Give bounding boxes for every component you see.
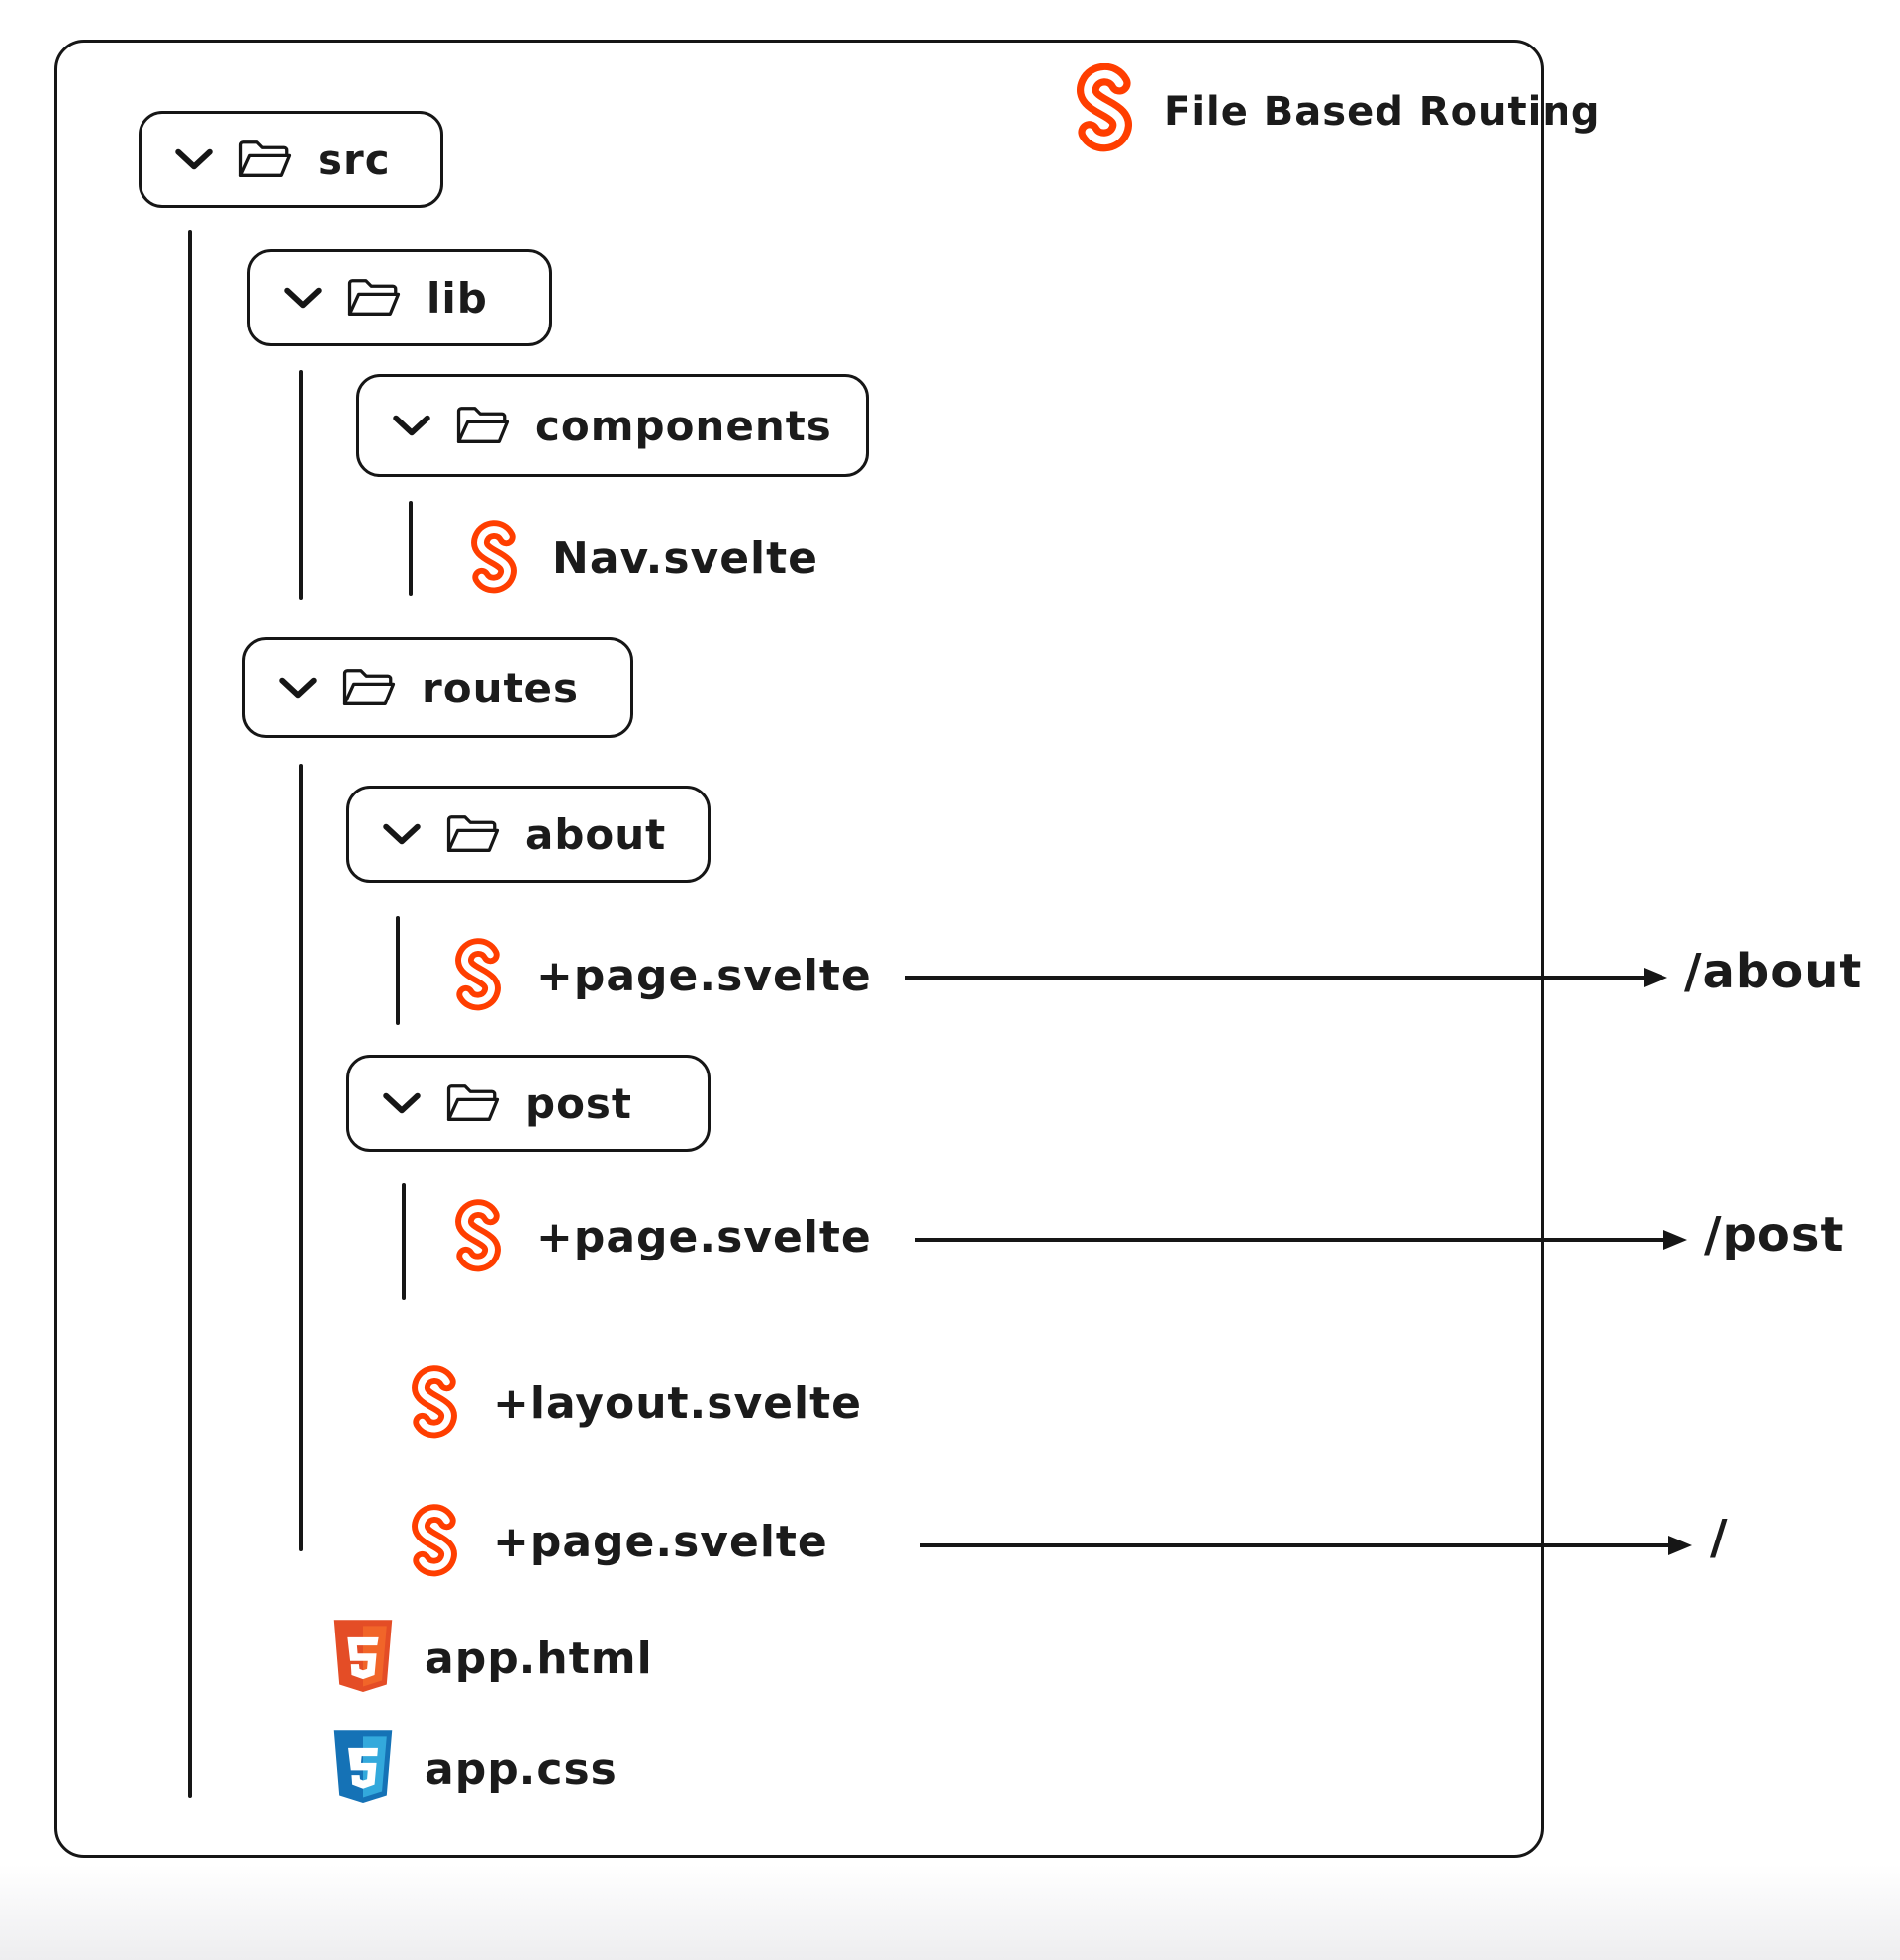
file-label-app-html: app.html — [425, 1633, 653, 1684]
svelte-logo-icon — [1067, 63, 1142, 154]
tree-file-nav-svelte: Nav.svelte — [463, 520, 818, 596]
chevron-down-icon — [383, 822, 421, 846]
tree-node-about: about — [346, 786, 711, 883]
arrowhead-icon — [1663, 1230, 1687, 1250]
tree-node-post: post — [346, 1055, 711, 1152]
tree-node-routes: routes — [242, 637, 633, 738]
route-label-root: / — [1710, 1510, 1729, 1565]
tree-file-root-page: +page.svelte — [404, 1504, 828, 1579]
page-bottom-edge — [0, 1865, 1900, 1960]
tree-indent-line-components — [409, 501, 413, 596]
folder-label-components: components — [535, 401, 832, 450]
arrow-shaft — [905, 976, 1644, 980]
tree-indent-line-src — [188, 230, 192, 1798]
folder-label-about: about — [525, 809, 667, 859]
html5-icon — [330, 1619, 397, 1698]
route-arrow-post — [915, 1230, 1687, 1250]
tree-indent-line-lib — [299, 370, 303, 600]
chevron-down-icon — [383, 1091, 421, 1115]
route-arrow-root — [920, 1536, 1692, 1555]
folder-label-lib: lib — [427, 273, 488, 323]
folder-icon — [444, 1079, 502, 1127]
chevron-down-icon — [175, 147, 213, 171]
arrowhead-icon — [1668, 1536, 1692, 1555]
tree-file-app-css: app.css — [330, 1729, 618, 1809]
route-label-post: /post — [1704, 1207, 1845, 1262]
diagram-title: File Based Routing — [1164, 89, 1601, 135]
route-arrow-about — [905, 968, 1667, 987]
css3-icon — [330, 1729, 397, 1809]
svelte-file-icon — [447, 1199, 509, 1274]
tree-node-src: src — [139, 111, 443, 208]
route-label-about: /about — [1684, 944, 1863, 999]
file-label-post-page: +page.svelte — [536, 1211, 872, 1262]
tree-indent-line-about — [396, 916, 400, 1025]
tree-file-app-html: app.html — [330, 1619, 653, 1698]
diagram-header: File Based Routing — [1067, 63, 1600, 154]
svelte-file-icon — [404, 1365, 465, 1441]
file-label-root-page: +page.svelte — [493, 1516, 828, 1567]
folder-icon — [340, 664, 398, 711]
file-label-app-css: app.css — [425, 1743, 618, 1795]
folder-icon — [454, 402, 512, 449]
folder-icon — [345, 274, 403, 322]
tree-node-components: components — [356, 374, 869, 477]
svelte-file-icon — [447, 938, 509, 1013]
tree-node-lib: lib — [247, 249, 552, 346]
tree-indent-line-post — [402, 1183, 406, 1300]
file-label-nav: Nav.svelte — [552, 532, 818, 584]
folder-icon — [237, 136, 294, 183]
tree-indent-line-routes — [299, 764, 303, 1551]
tree-file-post-page: +page.svelte — [447, 1199, 872, 1274]
folder-label-src: src — [318, 135, 391, 184]
arrow-shaft — [920, 1543, 1668, 1547]
file-label-layout: +layout.svelte — [493, 1377, 862, 1429]
svelte-file-icon — [463, 520, 524, 596]
tree-file-layout: +layout.svelte — [404, 1365, 862, 1441]
tree-file-about-page: +page.svelte — [447, 938, 872, 1013]
folder-label-post: post — [525, 1078, 632, 1128]
chevron-down-icon — [279, 676, 317, 700]
chevron-down-icon — [393, 414, 430, 437]
arrowhead-icon — [1644, 968, 1667, 987]
arrow-shaft — [915, 1238, 1663, 1242]
folder-icon — [444, 810, 502, 858]
svelte-file-icon — [404, 1504, 465, 1579]
chevron-down-icon — [284, 286, 322, 310]
folder-label-routes: routes — [422, 663, 580, 712]
file-label-about-page: +page.svelte — [536, 950, 872, 1001]
